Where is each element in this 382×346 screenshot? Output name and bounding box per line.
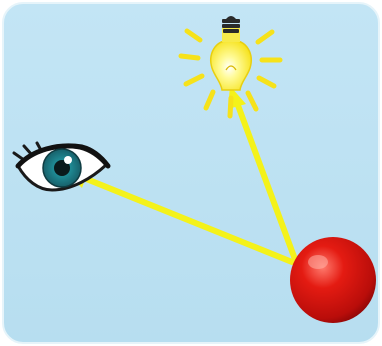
sphere-highlight — [308, 255, 328, 269]
red-sphere — [290, 237, 376, 323]
